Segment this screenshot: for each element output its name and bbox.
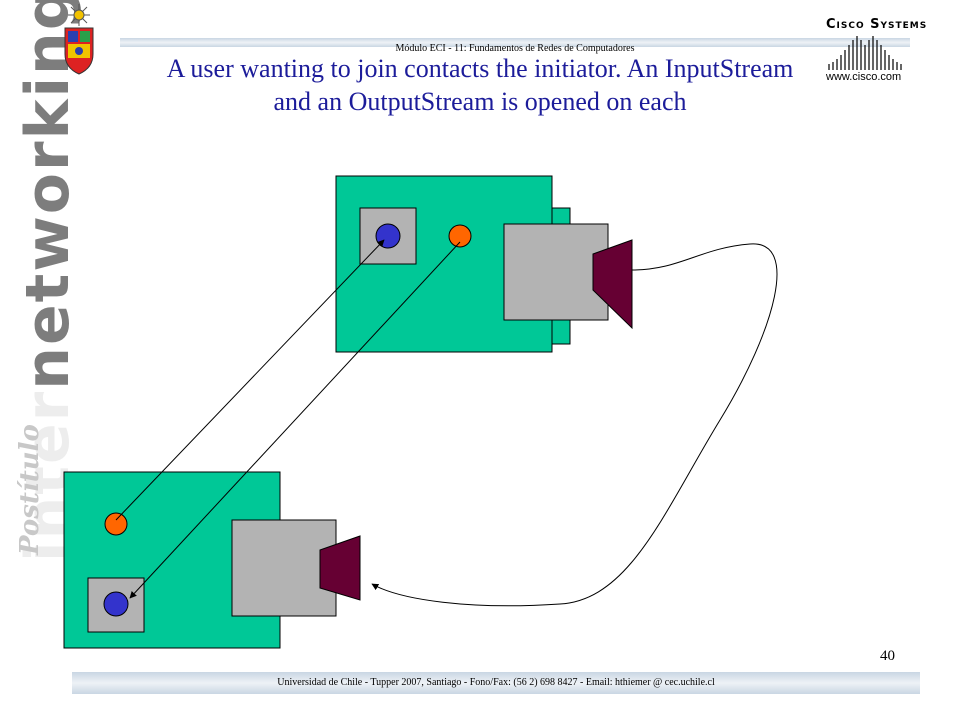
user-stream-box <box>231 519 337 617</box>
arrow-initiator-to-user <box>129 241 461 599</box>
footer-address: Universidad de Chile - Tupper 2007, Sant… <box>277 677 715 688</box>
user-output-socket <box>104 512 128 536</box>
slide-title-line-1: A user wanting to join contacts the init… <box>166 54 794 83</box>
user-input-socket <box>103 591 129 617</box>
cisco-url: www.cisco.com <box>826 71 902 83</box>
header-bar <box>120 38 910 47</box>
user-stream-cone <box>319 535 361 601</box>
slide-title: A user wanting to join contacts the init… <box>85 52 875 118</box>
arrow-stream-connection <box>371 243 778 607</box>
initiator-stream-cone <box>592 239 633 330</box>
cisco-company-name: Cisco Systems <box>826 17 927 32</box>
cisco-company-text: Cisco Systems <box>826 17 928 32</box>
arrow-user-to-initiator <box>115 239 385 521</box>
header-course-text: Módulo ECI - 11: Fundamentos de Redes de… <box>395 43 635 54</box>
slide-title-line-2: and an OutputStream is opened on each <box>273 87 687 116</box>
university-crest-icon <box>64 4 94 75</box>
initiator-output-socket <box>448 224 472 248</box>
initiator-stream-box <box>503 223 609 321</box>
cisco-logo-icon <box>828 36 902 70</box>
footer-bar <box>72 672 920 694</box>
page-number: 40 <box>880 648 895 664</box>
